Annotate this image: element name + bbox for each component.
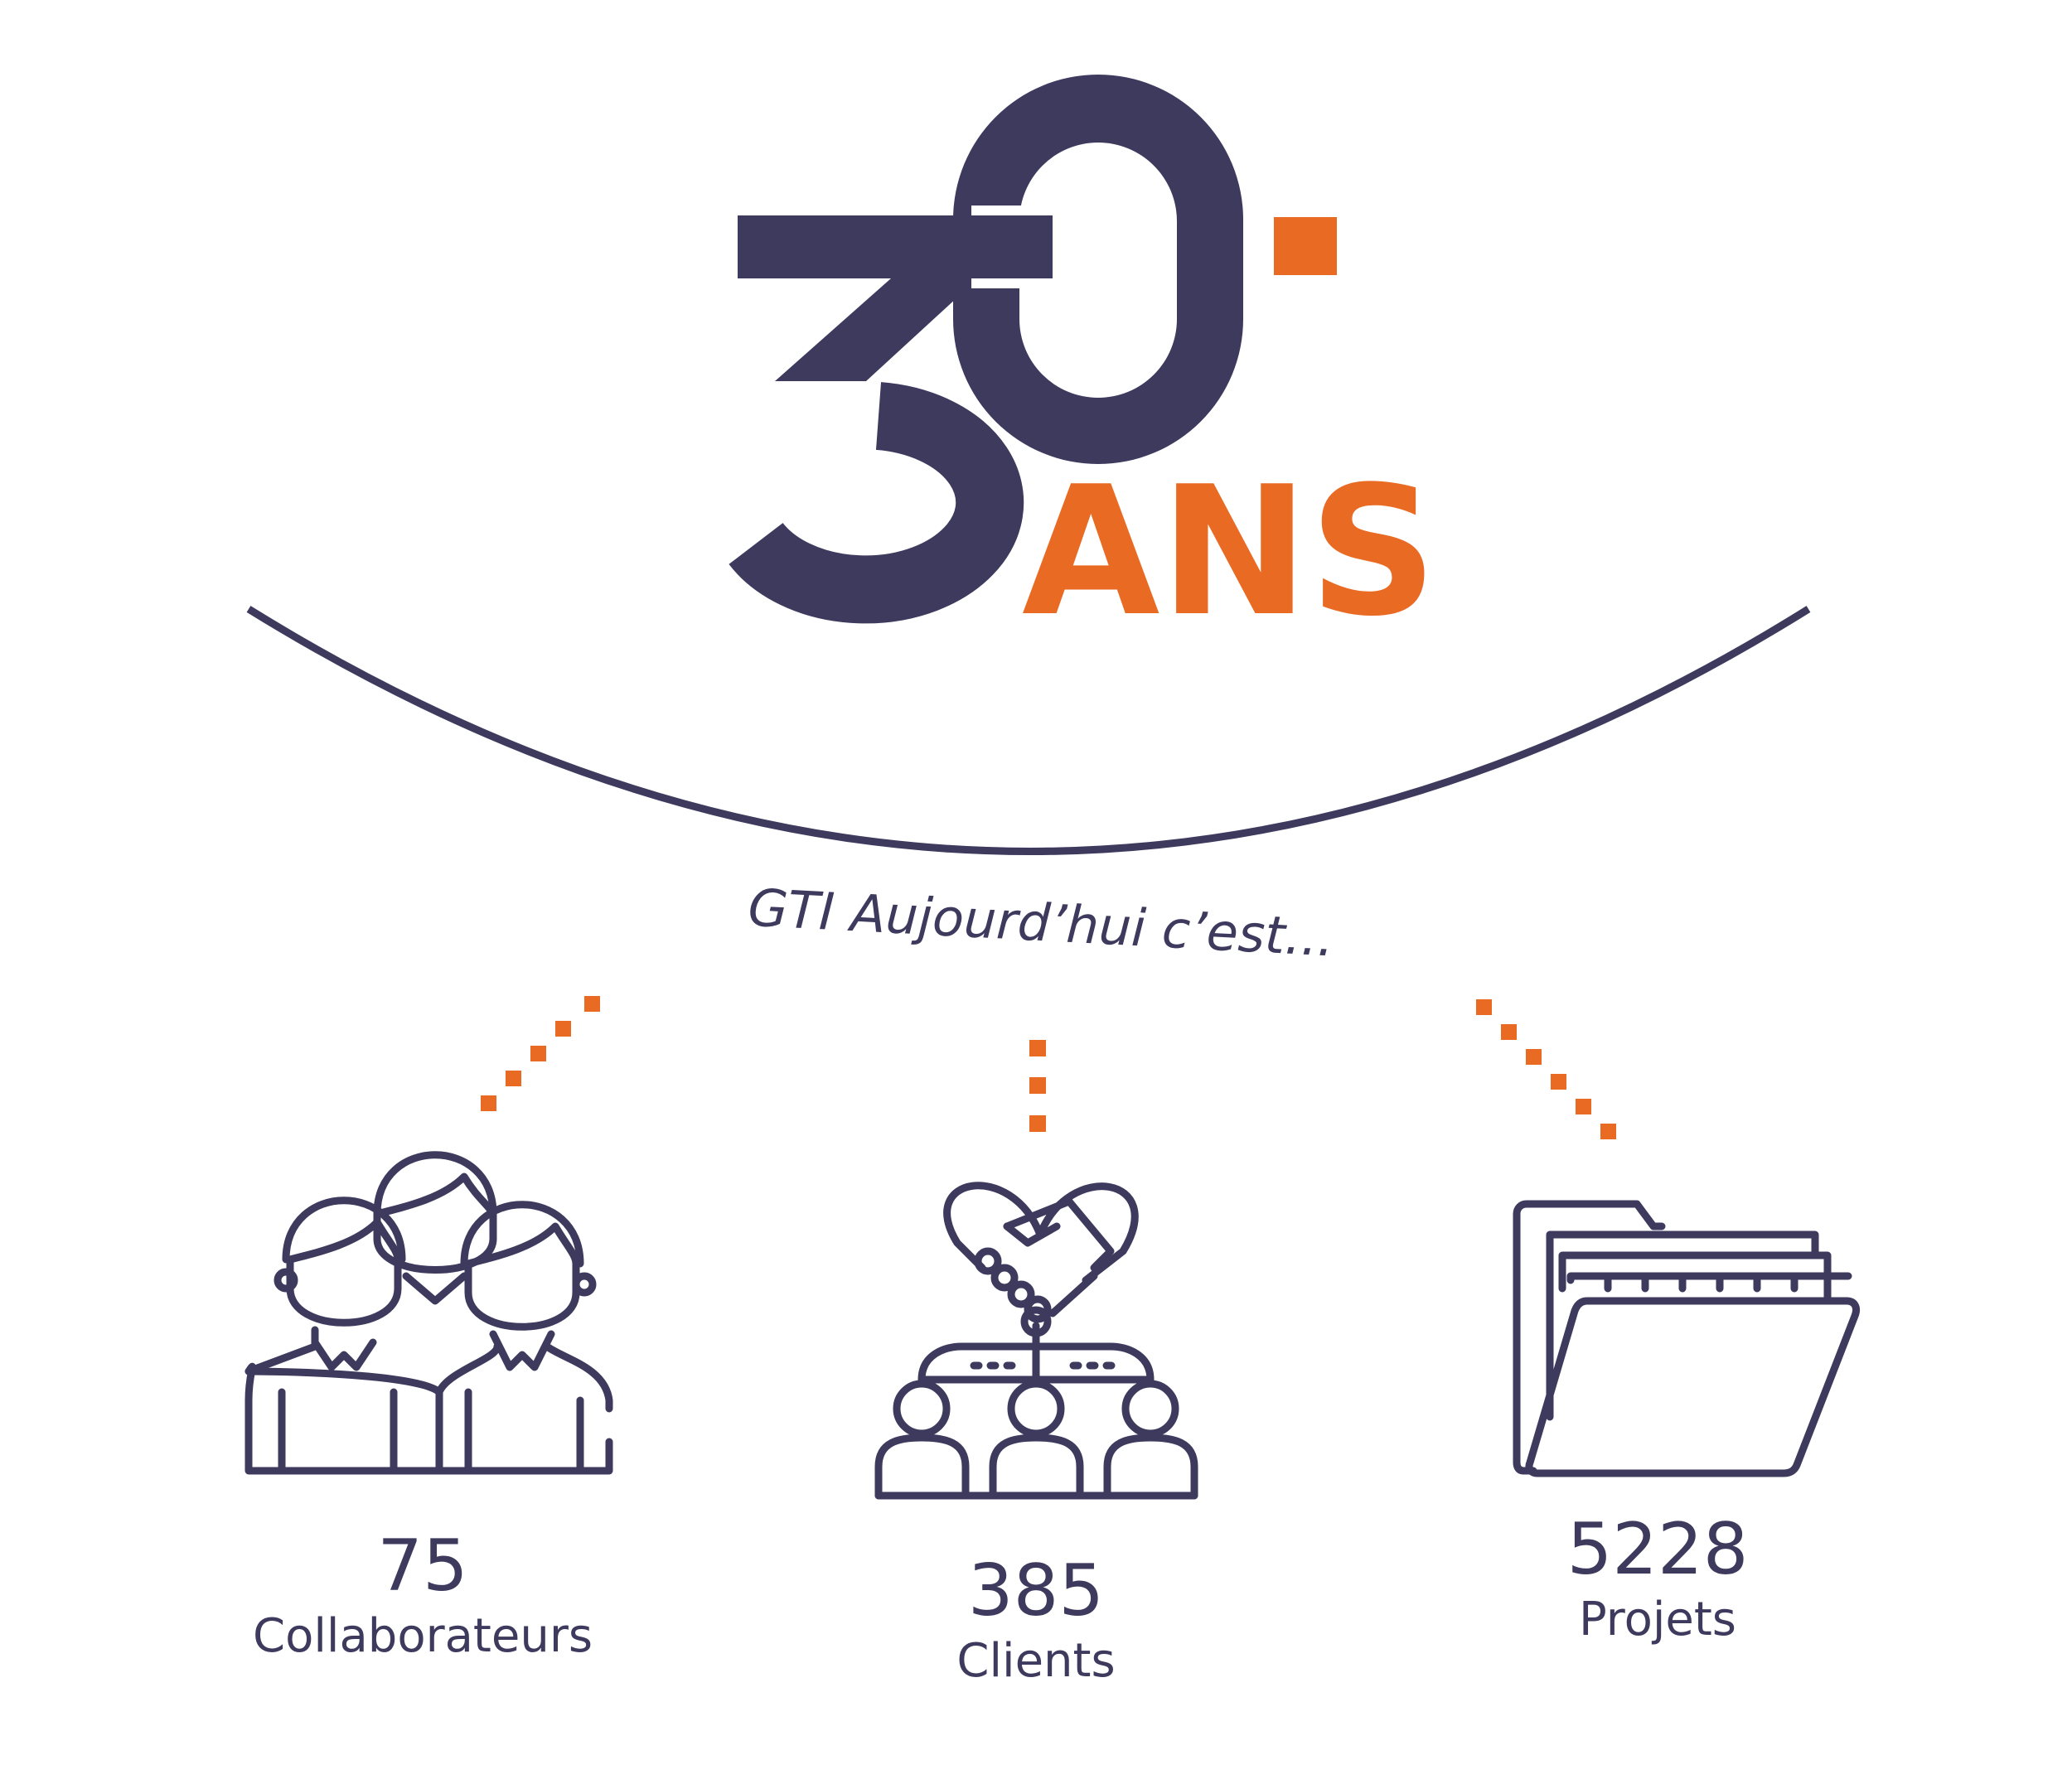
stat-collaborateurs: 75 Collaborateurs	[166, 1525, 680, 1666]
connector-left-dots	[481, 996, 600, 1111]
team-people-icon	[244, 1151, 613, 1475]
stat-label: Clients	[956, 1634, 1116, 1688]
stat-value: 75	[377, 1525, 468, 1608]
connector-right-dots	[1476, 999, 1616, 1139]
tagline: GTI Aujourd’hui c’est...	[747, 877, 1336, 969]
stat-projets: 5228 Projets	[1409, 1508, 1906, 1649]
logo-30-ans: ANS	[729, 75, 1437, 655]
stat-label: Projets	[1579, 1593, 1736, 1646]
logo-orange-square	[1274, 217, 1337, 275]
logo-word-ans: ANS	[1022, 447, 1437, 655]
stat-label: Collaborateurs	[252, 1609, 593, 1663]
handshake-network-icon	[874, 1182, 1198, 1500]
folder-icon	[1513, 1200, 1861, 1477]
stat-value: 5228	[1566, 1508, 1749, 1591]
decorative-arc	[246, 606, 1811, 855]
connector-center-dots	[1029, 1040, 1046, 1132]
stat-clients: 385 Clients	[829, 1550, 1243, 1690]
logo-digit-zero	[953, 75, 1243, 464]
stat-value: 385	[967, 1550, 1105, 1632]
